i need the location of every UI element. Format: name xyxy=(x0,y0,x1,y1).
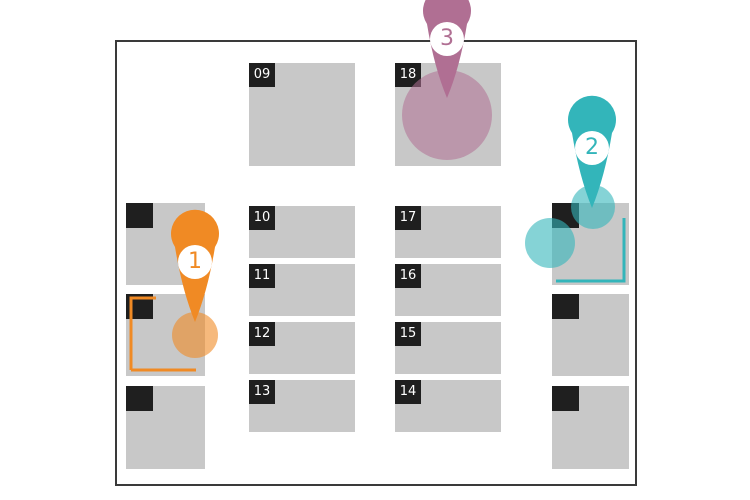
desk-number-tag: 13 xyxy=(249,380,275,404)
desk-15[interactable]: 15 xyxy=(395,322,501,374)
pin-label-1: 1 xyxy=(188,249,202,274)
desk-number-tag: 14 xyxy=(395,380,421,404)
desk-14[interactable]: 14 xyxy=(395,380,501,432)
desk-number-tag: 09 xyxy=(249,63,275,87)
desk-number-tag: 17 xyxy=(395,206,421,230)
desk-10[interactable]: 10 xyxy=(249,206,355,258)
selection-bracket-2 xyxy=(556,218,626,283)
pin-label-3: 3 xyxy=(440,26,454,51)
location-dot-1 xyxy=(172,312,218,358)
desk-tag xyxy=(552,386,579,411)
desk-tag xyxy=(126,386,153,411)
desk-12[interactable]: 12 xyxy=(249,322,355,374)
desk-tag xyxy=(552,294,579,319)
desk-number-tag: 11 xyxy=(249,264,275,288)
location-dot-3 xyxy=(402,70,492,160)
desk-number-tag: 18 xyxy=(395,63,421,87)
desk-17[interactable]: 17 xyxy=(395,206,501,258)
desk-tag xyxy=(126,203,153,228)
pin-label-2: 2 xyxy=(585,135,599,160)
desk-number-tag: 10 xyxy=(249,206,275,230)
desk-number-tag: 15 xyxy=(395,322,421,346)
location-dot-2b xyxy=(571,185,615,229)
desk-number-tag: 12 xyxy=(249,322,275,346)
desk-left-3[interactable] xyxy=(126,386,205,469)
desk-13[interactable]: 13 xyxy=(249,380,355,432)
desk-right-2[interactable] xyxy=(552,294,629,376)
desk-09[interactable]: 09 xyxy=(249,63,355,166)
desk-number-tag: 16 xyxy=(395,264,421,288)
desk-11[interactable]: 11 xyxy=(249,264,355,316)
desk-right-3[interactable] xyxy=(552,386,629,469)
selection-bracket-1 xyxy=(129,296,196,372)
desk-16[interactable]: 16 xyxy=(395,264,501,316)
location-dot-2a xyxy=(525,218,575,268)
